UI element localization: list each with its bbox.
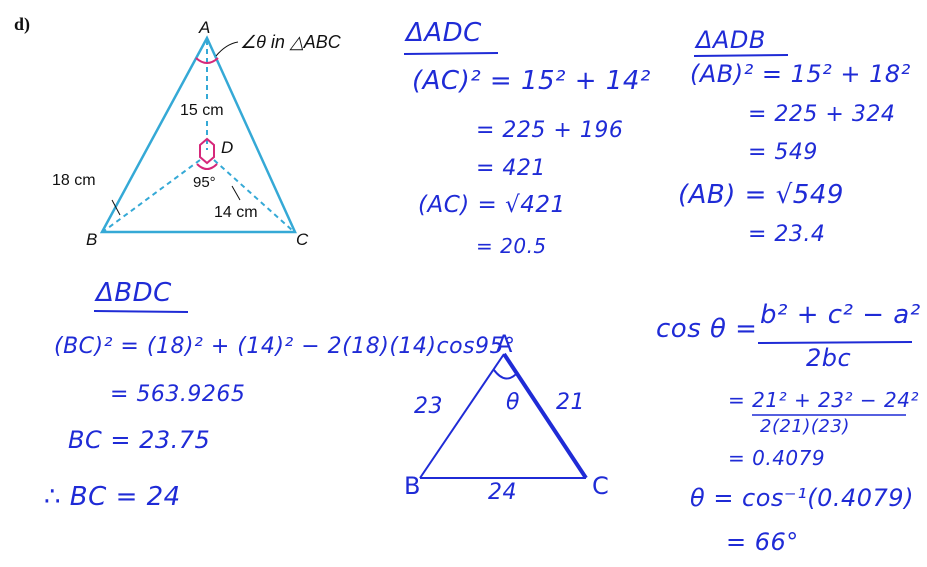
adc-line2: = 225 + 196 — [476, 118, 624, 143]
angle-mark-d-top — [199, 137, 215, 165]
adc-underline — [403, 52, 499, 55]
length-bd-label: 18 cm — [52, 172, 96, 189]
adb-heading: ΔADB — [696, 26, 766, 54]
vertex-a-label: A — [199, 18, 211, 37]
sketch-vertex-c: C — [592, 472, 610, 500]
cosine-denominator: 2bc — [806, 344, 852, 372]
length-ad-label: 15 cm — [180, 102, 224, 120]
adc-line1: (AC)² = 15² + 14² — [412, 66, 651, 96]
cosine-value: = 0.4079 — [728, 446, 826, 470]
part-label: d) — [14, 14, 31, 34]
angle-note: ∠θ in △ABC — [240, 32, 341, 52]
bdc-line2: = 563.9265 — [110, 382, 246, 407]
cosine-fraction-bar — [757, 341, 913, 344]
adb-underline — [693, 54, 789, 57]
bdc-line1: (BC)² = (18)² + (14)² − 2(18)(14)cos95° — [54, 334, 516, 359]
sketch-side-ab-label: 23 — [414, 394, 443, 419]
vertex-c-label: C — [296, 230, 309, 249]
sketch-vertex-a: A — [496, 330, 513, 358]
bdc-underline — [93, 310, 189, 313]
sketch-vertex-b: B — [404, 472, 421, 500]
sketch-angle-arc — [493, 369, 519, 380]
vertex-b-label: B — [86, 230, 98, 249]
cosine-sub-numerator: = 21² + 23² − 24² — [728, 388, 919, 412]
sketch-side-ab — [419, 353, 505, 479]
angle-mark-d-bottom — [196, 163, 218, 170]
cosine-inverse: θ = cos⁻¹(0.4079) — [690, 484, 914, 512]
adb-line4: (AB) = √549 — [678, 180, 844, 210]
adb-line5: = 23.4 — [748, 222, 826, 247]
adc-line4: (AC) = √421 — [418, 192, 566, 218]
cosine-lhs: cos θ = — [656, 314, 758, 344]
bdc-line4: ∴ BC = 24 — [44, 482, 181, 512]
sketch-triangle — [419, 352, 588, 480]
adc-line3: = 421 — [476, 156, 546, 181]
cosine-result: = 66° — [726, 528, 799, 556]
angle-bdc-label: 95° — [193, 174, 216, 191]
adb-line1: (AB)² = 15² + 18² — [690, 60, 911, 88]
leader-angle-note — [215, 41, 239, 57]
vertex-d-label: D — [221, 138, 234, 157]
adc-line5: = 20.5 — [476, 234, 547, 258]
leader-14cm — [231, 185, 241, 201]
cosine-sub-denominator: 2(21)(23) — [760, 416, 850, 437]
sketch-side-ac — [502, 352, 588, 480]
bdc-line3: BC = 23.75 — [68, 426, 211, 454]
triangle-figure — [99, 35, 297, 234]
adb-line2: = 225 + 324 — [748, 102, 896, 127]
leader-18cm — [111, 199, 121, 216]
length-cd-label: 14 cm — [214, 204, 258, 221]
angle-mark-a — [195, 57, 219, 64]
cosine-sub-fraction-bar — [752, 414, 906, 416]
cosine-numerator: b² + c² − a² — [760, 300, 921, 330]
triangle-abc — [99, 35, 297, 234]
adc-heading: ΔADC — [406, 18, 482, 48]
sketch-side-bc-label: 24 — [488, 480, 517, 505]
segment-bd — [103, 159, 201, 232]
bdc-heading: ΔBDC — [96, 278, 172, 308]
sketch-side-ac-label: 21 — [556, 390, 585, 415]
sketch-angle-label: θ — [506, 390, 520, 415]
adb-line3: = 549 — [748, 140, 818, 165]
